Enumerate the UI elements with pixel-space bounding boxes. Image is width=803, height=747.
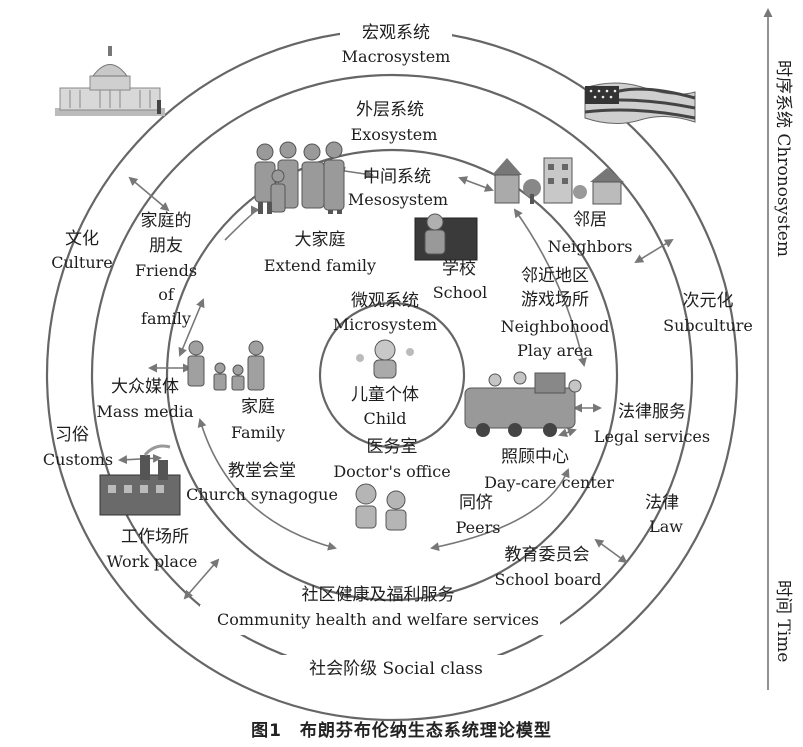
child-label-en: Child [363,409,406,428]
legal-services-label-en: Legal services [594,427,710,446]
extended-family-icon [254,141,345,214]
school-board-label-en: School board [495,570,602,589]
chronosystem-label: 时序系统 Chronosystem [773,60,793,257]
neighbors-label-en: Neighbors [548,237,633,256]
law-label-zh: 法律 [645,493,679,513]
microsystem-ring [318,301,466,449]
exosystem-label-zh: 外层系统 [356,100,424,120]
connection-arrows [118,166,674,600]
family-label-en: Family [231,423,285,442]
macrosystem-label-en: Macrosystem [342,47,451,66]
doctor-label-zh: 医务室 [367,437,418,457]
school-board-label-zh: 教育委员会 [505,545,590,565]
play-area-label-zh-1: 邻近地区 [521,266,589,286]
social-class-label: 社会阶级 Social class [309,659,483,679]
family-label-zh: 家庭 [241,397,275,417]
capitol-building-icon [55,46,165,116]
school-label-en: School [433,283,488,302]
culture-label-zh: 文化 [65,229,99,249]
play-area-label-en-2: Play area [517,341,593,360]
legal-services-label-zh: 法律服务 [618,402,686,422]
neighbors-houses-icon [492,157,624,205]
school-teacher-icon [414,213,478,261]
peers-icon [355,483,407,531]
peers-label-en: Peers [456,518,501,537]
subculture-label-en: Subculture [663,316,753,335]
community-label-en: Community health and welfare services [217,610,539,629]
mesosystem-label-en: Mesosystem [348,190,448,209]
church-label-zh: 教堂会堂 [228,461,296,481]
family-icon [187,340,265,391]
play-area-label-zh-2: 游戏场所 [521,290,589,310]
friends-label-en-1: Friends [135,261,197,280]
mass-media-label-zh: 大众媒体 [111,377,179,397]
church-label-en: Church synagogue [186,485,338,504]
flag-icon [584,82,696,124]
peers-label-zh: 同侪 [459,493,493,513]
friends-label-zh-2: 朋友 [149,236,183,256]
factory-icon [99,444,181,516]
figure-caption: 图1 布朗芬布伦纳生态系统理论模型 [251,721,552,741]
daycare-train-icon [464,371,582,437]
work-place-label-en: Work place [107,552,198,571]
customs-label-zh: 习俗 [55,425,89,445]
macrosystem-label-zh: 宏观系统 [362,23,430,43]
neighbors-label-zh: 邻居 [573,210,607,230]
culture-label-en: Culture [51,253,113,272]
extend-family-label-en: Extend family [264,256,376,275]
doctor-label-en: Doctor's office [333,462,450,481]
microsystem-label-en: Microsystem [333,315,437,334]
community-label-zh: 社区健康及福利服务 [302,585,455,605]
customs-label-en: Customs [43,450,113,469]
child-icon [356,339,414,379]
friends-label-zh-1: 家庭的 [141,211,192,231]
time-label: 时间 Time [773,580,793,662]
child-label-zh: 儿童个体 [351,385,419,405]
subculture-label-zh: 次元化 [683,291,734,311]
mesosystem-ring [165,148,619,602]
friends-label-en-3: family [141,309,191,328]
play-area-label-en-1: Neighbohood [501,317,610,336]
school-label-zh: 学校 [442,259,476,279]
mesosystem-label-zh: 中间系统 [363,167,431,187]
exosystem-label-en: Exosystem [351,125,438,144]
microsystem-label-zh: 微观系统 [351,291,419,311]
extend-family-label-zh: 大家庭 [295,230,346,250]
daycare-label-en: Day-care center [484,473,614,492]
mass-media-label-en: Mass media [97,402,194,421]
daycare-label-zh: 照顾中心 [501,447,569,467]
law-label-en: Law [649,517,683,536]
work-place-label-zh: 工作场所 [121,527,189,547]
friends-label-en-2: of [158,285,175,304]
